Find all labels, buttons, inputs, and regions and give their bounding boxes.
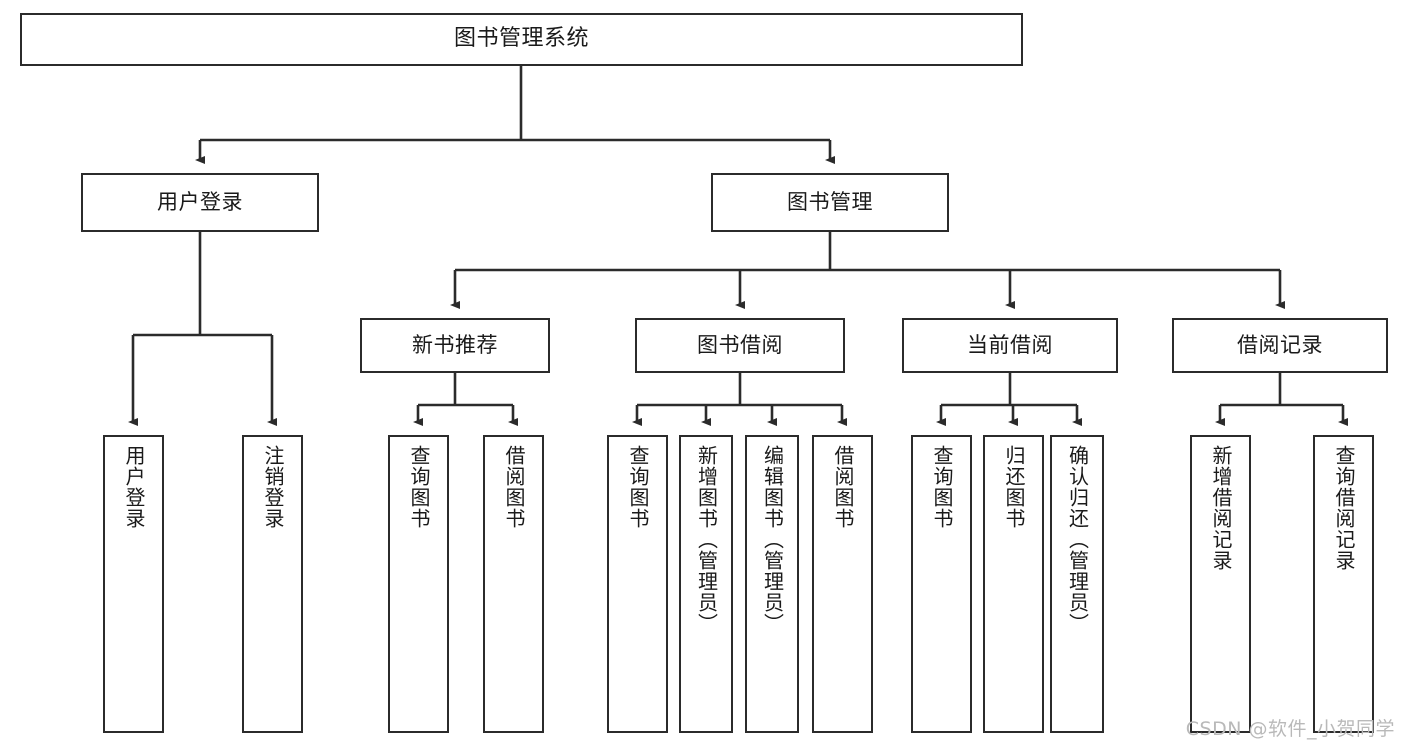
node-user-login: 用户登录 [81, 173, 319, 232]
leaf-node: 新增借阅记录 [1190, 435, 1251, 733]
node-label: 用户登录 [122, 445, 146, 529]
node-label: 图书管理 [787, 189, 873, 214]
leaf-node: 查询图书 [911, 435, 972, 733]
node-root-system: 图书管理系统 [20, 13, 1023, 66]
node-borrow-record: 借阅记录 [1172, 318, 1388, 373]
node-label: 图书借阅 [697, 332, 783, 357]
node-label: 查询图书 [407, 445, 431, 529]
node-label: 借阅图书 [502, 445, 526, 529]
leaf-node: 借阅图书 [812, 435, 873, 733]
leaf-node: 编辑图书（管理员） [745, 435, 799, 733]
node-new-book-recommend: 新书推荐 [360, 318, 550, 373]
node-label: 查询借阅记录 [1332, 445, 1356, 571]
leaf-node: 注销登录 [242, 435, 303, 733]
leaf-node: 用户登录 [103, 435, 164, 733]
node-label: 借阅记录 [1237, 332, 1323, 357]
leaf-node: 新增图书（管理员） [679, 435, 733, 733]
node-current-borrow: 当前借阅 [902, 318, 1118, 373]
node-label: 新增图书（管理员） [694, 445, 719, 634]
node-label: 确认归还（管理员） [1065, 445, 1090, 634]
leaf-node: 确认归还（管理员） [1050, 435, 1104, 733]
node-label: 借阅图书 [831, 445, 855, 529]
node-book-borrow: 图书借阅 [635, 318, 845, 373]
node-label: 编辑图书（管理员） [760, 445, 785, 634]
leaf-node: 借阅图书 [483, 435, 544, 733]
node-book-management: 图书管理 [711, 173, 949, 232]
node-label: 图书管理系统 [453, 26, 589, 52]
leaf-node: 查询借阅记录 [1313, 435, 1374, 733]
node-label: 新增借阅记录 [1209, 445, 1233, 571]
node-label: 用户登录 [157, 189, 243, 214]
leaf-node: 查询图书 [607, 435, 668, 733]
node-label: 新书推荐 [412, 332, 498, 357]
watermark-text: CSDN @软件_小贺同学 [1185, 718, 1395, 740]
leaf-node: 查询图书 [388, 435, 449, 733]
node-label: 当前借阅 [967, 332, 1053, 357]
node-label: 注销登录 [261, 445, 285, 529]
leaf-node: 归还图书 [983, 435, 1044, 733]
node-label: 查询图书 [930, 445, 954, 529]
node-label: 查询图书 [626, 445, 650, 529]
node-label: 归还图书 [1002, 445, 1026, 529]
